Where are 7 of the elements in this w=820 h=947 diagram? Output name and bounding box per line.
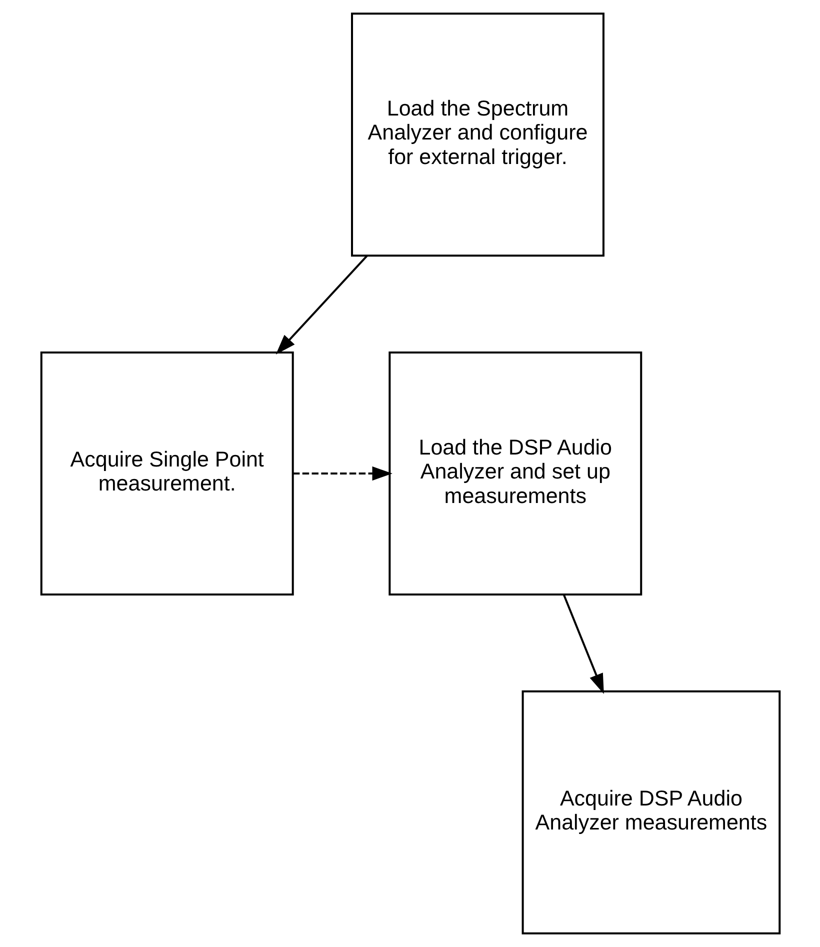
arrow <box>275 255 368 354</box>
arrow <box>562 594 604 694</box>
node-box: Load the Spectrum Analyzer and configure for external trigger. <box>350 12 604 257</box>
arrow <box>292 466 392 481</box>
node-box: Load the DSP Audio Analyzer and set up measurements <box>388 351 642 596</box>
node-box: Acquire Single Point measurement. <box>40 351 294 596</box>
node-box: Acquire DSP Audio Analyzer measurements <box>521 690 780 934</box>
